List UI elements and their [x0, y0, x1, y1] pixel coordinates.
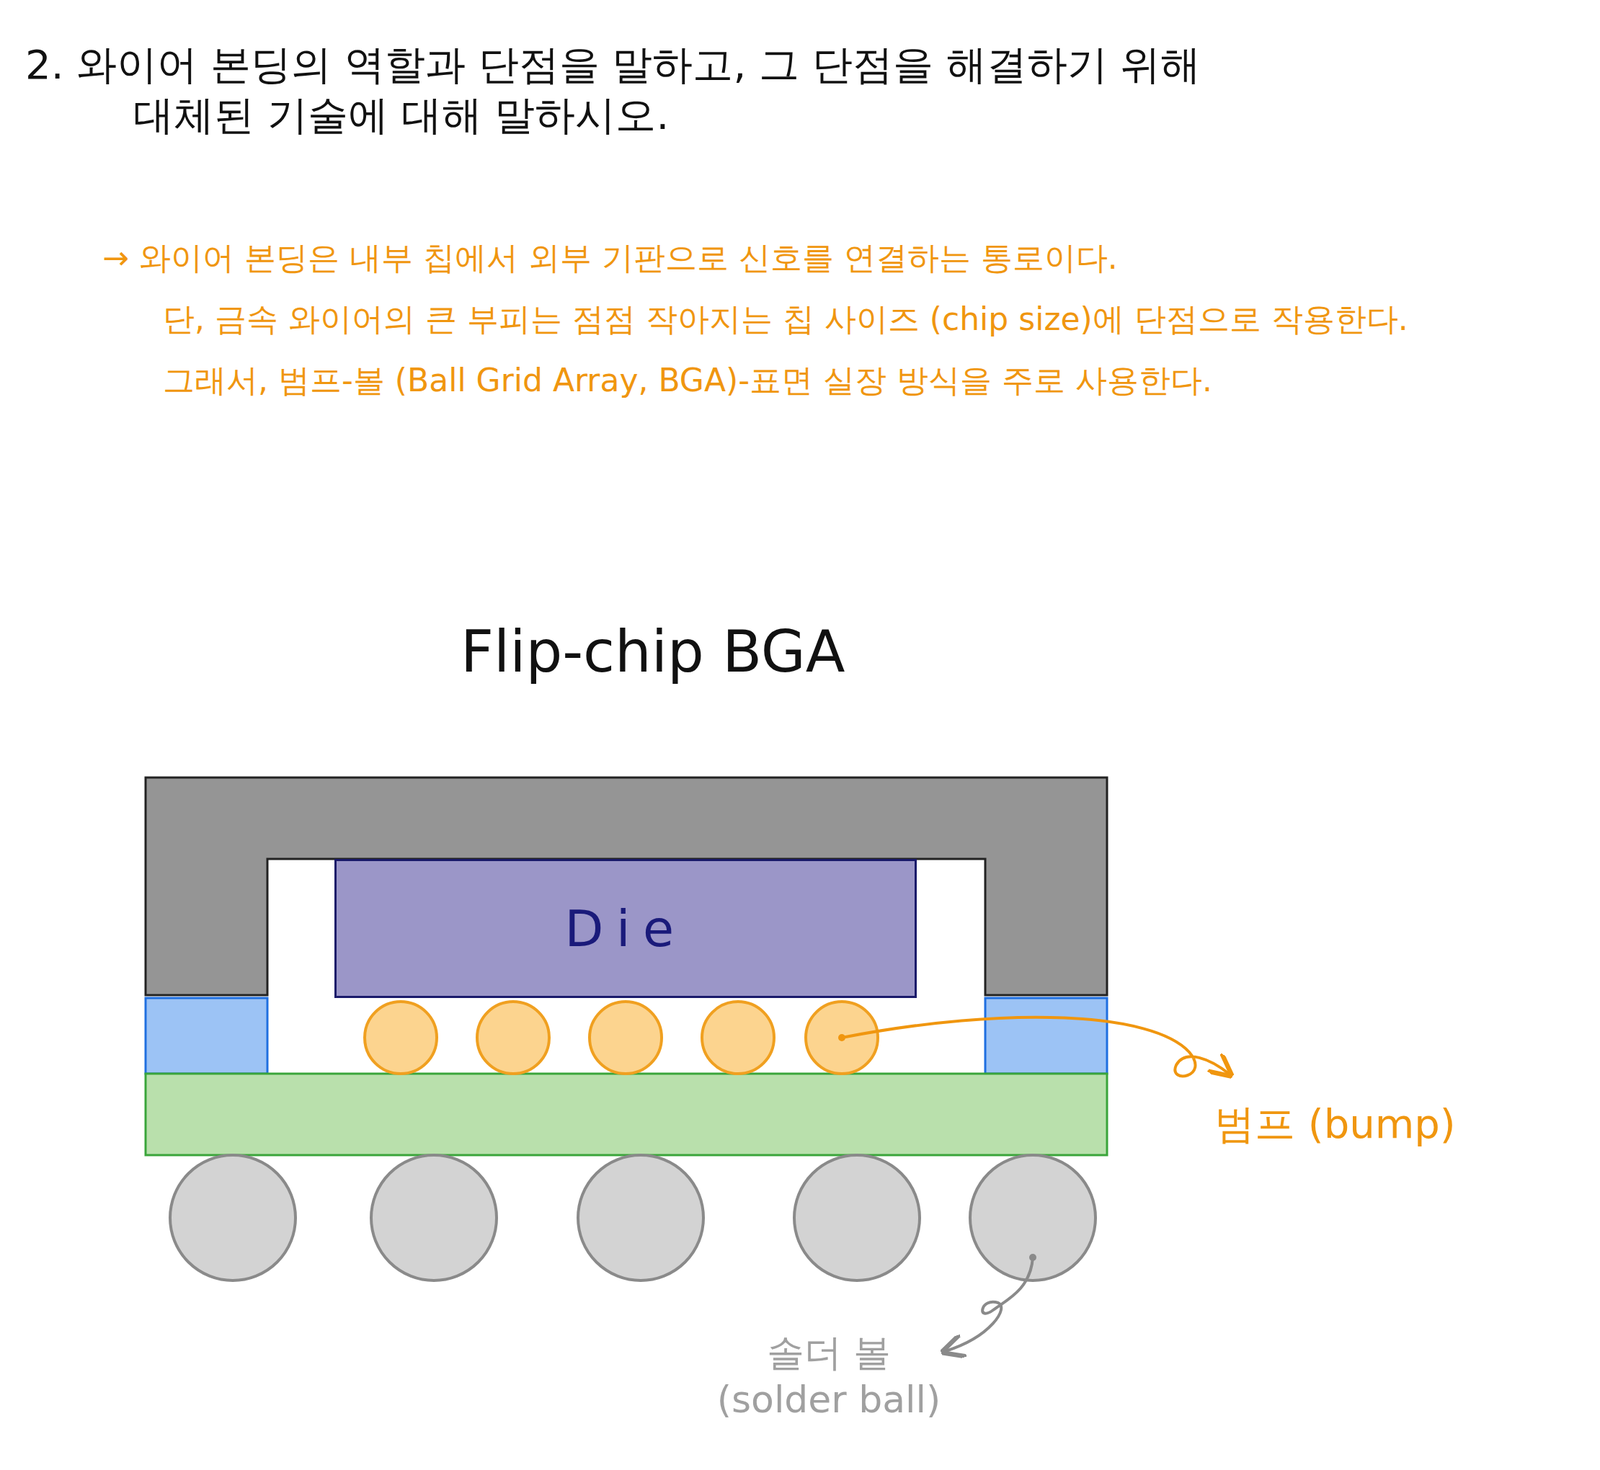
- bump-leader: [841, 1017, 1229, 1077]
- answer-text: → 와이어 본딩은 내부 칩에서 외부 기판으로 신호를 연결하는 통로이다.: [102, 237, 1118, 278]
- solder-balls: [170, 1155, 1096, 1281]
- part-label: 솔더 볼 (solder ball): [709, 1329, 948, 1424]
- lid-adhesive: [985, 998, 1108, 1074]
- solder-ball-leader: [945, 1257, 1033, 1352]
- substrate: [145, 1073, 1108, 1156]
- answer-text: 그래서, 범프-볼 (Ball Grid Array, BGA)-표면 실장 방…: [162, 360, 1213, 400]
- question-text: 2. 와이어 본딩의 역할과 단점을 말하고, 그 단점을 해결하기 위해 대체…: [25, 39, 1215, 141]
- answer-text: 단, 금속 와이어의 큰 부피는 점점 작아지는 칩 사이즈 (chip siz…: [162, 299, 1409, 339]
- part-label: 범프 (bump): [1214, 1099, 1456, 1150]
- die-label: Die: [565, 899, 687, 959]
- die-box: Die: [334, 859, 917, 999]
- diagram-heading: Flip-chip BGA: [460, 616, 845, 689]
- bumps: [364, 1001, 878, 1074]
- lid-adhesive: [145, 998, 268, 1074]
